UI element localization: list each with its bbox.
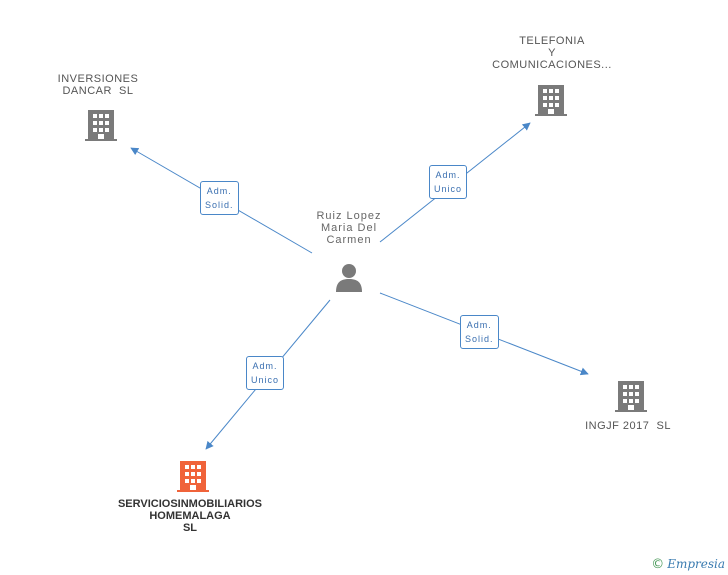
building-icon[interactable] — [85, 110, 117, 141]
node-label-servicios[interactable]: SERVICIOSINMOBILIARIOS HOMEMALAGA SL — [117, 498, 263, 534]
copyright-icon: © — [651, 557, 665, 572]
edge-label-inversiones: Adm. Solid. — [200, 181, 239, 215]
node-label-inversiones[interactable]: INVERSIONES DANCAR SL — [57, 73, 139, 97]
edge-label-ingjf: Adm. Solid. — [460, 315, 499, 349]
building-icon[interactable] — [615, 381, 647, 412]
brand-logo[interactable]: Empresia — [667, 557, 725, 571]
footer-brand: ©Empresia — [651, 557, 725, 572]
node-label-telefonia[interactable]: TELEFONIA Y COMUNICACIONES... — [492, 35, 612, 71]
edge-label-telefonia: Adm. Unico — [429, 165, 468, 199]
node-label-person[interactable]: Ruiz Lopez Maria Del Carmen — [316, 210, 382, 246]
node-label-ingjf[interactable]: INGJF 2017 SL — [585, 420, 671, 432]
edge-label-servicios: Adm. Unico — [246, 356, 285, 390]
building-icon[interactable] — [177, 461, 209, 492]
person-icon[interactable] — [336, 264, 362, 292]
building-icon[interactable] — [535, 85, 567, 116]
